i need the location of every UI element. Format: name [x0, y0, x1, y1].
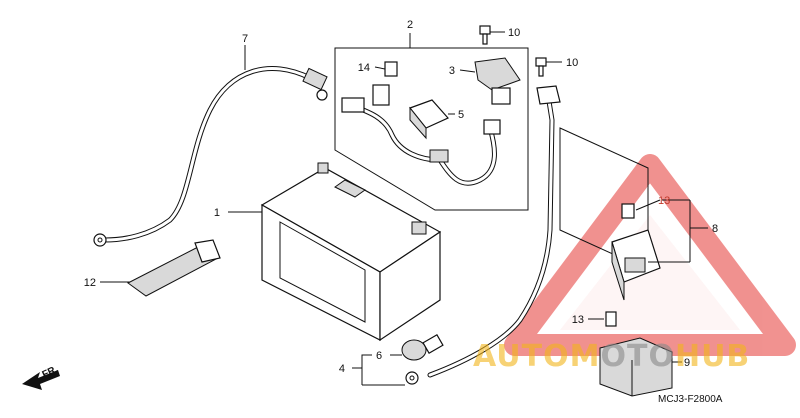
harness-wire: [341, 97, 501, 186]
callout-6: 6: [376, 350, 382, 362]
callout-14: 14: [358, 62, 370, 74]
callout-9: 9: [684, 357, 690, 369]
callout-7: 7: [242, 33, 248, 45]
terminal-cover: [459, 57, 521, 105]
drawing-code: MCJ3-F2800A: [658, 394, 723, 405]
svg-text:AUTOMOTOHUB: AUTOMOTOHUB: [473, 339, 750, 374]
negative-cable: [93, 45, 328, 247]
watermark-logo: AUTOMOTOHUB: [473, 339, 750, 374]
main-fuse: [372, 61, 398, 106]
battery-strap: [100, 239, 221, 297]
relay-cover: [599, 337, 682, 397]
battery: [228, 162, 442, 342]
watermark-text-post: HUB: [675, 339, 750, 374]
starter-relay: [559, 127, 708, 301]
callout-3: 3: [449, 65, 455, 77]
watermark-text-mid: OTO: [600, 339, 674, 374]
fuse-13-lower: [588, 311, 617, 327]
callout-2: 2: [407, 19, 413, 31]
front-arrow: [22, 370, 60, 390]
terminal-cap: [390, 333, 444, 361]
callout-5: 5: [458, 109, 464, 121]
callout-1: 1: [214, 207, 220, 219]
callout-13-lower: 13: [572, 314, 584, 326]
fuse-holder: [409, 99, 455, 140]
watermark-text-pre: AUTOM: [473, 339, 600, 374]
front-direction-label: FR.: [41, 364, 60, 381]
callout-10-top: 10: [508, 27, 520, 39]
harness-group-box: [334, 47, 529, 211]
callout-4: 4: [339, 363, 345, 375]
callout-12: 12: [84, 277, 96, 289]
callout-8: 8: [712, 223, 718, 235]
bolt-right: [535, 57, 562, 77]
callout-13-upper: 13: [658, 195, 670, 207]
positive-cable: [405, 85, 561, 385]
bolt-top: [479, 25, 505, 45]
callout-10-right: 10: [566, 57, 578, 69]
